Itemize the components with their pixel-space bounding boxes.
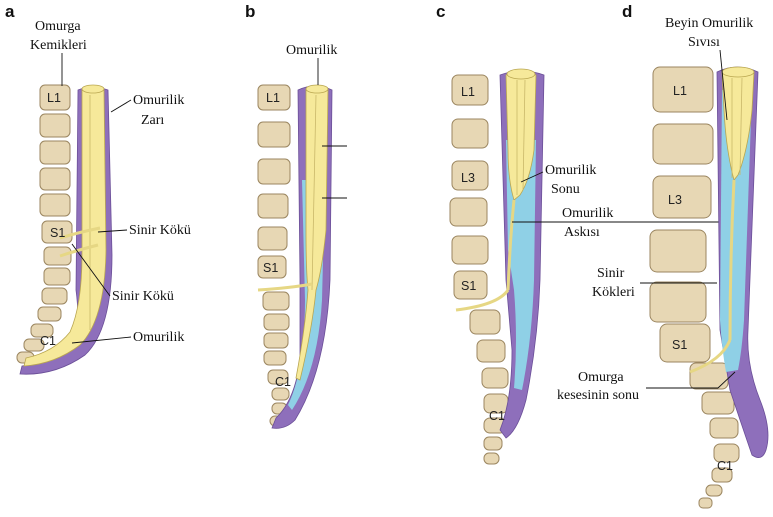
vertebra <box>42 288 67 304</box>
panel-c-cord-top <box>507 69 535 79</box>
vertebra-label-l1: L1 <box>673 84 687 98</box>
vertebra <box>40 168 70 190</box>
vertebra <box>710 418 738 438</box>
vertebra <box>38 307 61 321</box>
vertebra <box>258 122 290 147</box>
label-filum-line1: Omurilik <box>562 206 613 221</box>
panel-b: L1 S1 C1 b Omurilik <box>245 2 347 428</box>
vertebra-label-l1: L1 <box>461 85 475 99</box>
label-conus-line1: Omurilik <box>545 163 596 178</box>
vertebra <box>482 368 508 388</box>
label-nerve-roots-line1: Sinir <box>597 266 625 281</box>
vertebra-label-l1: L1 <box>47 91 61 105</box>
vertebra-label-c1: C1 <box>717 459 733 473</box>
vertebra <box>477 340 505 362</box>
vertebra <box>40 194 70 216</box>
label-csf-line1: Beyin Omurilik <box>665 16 753 31</box>
vertebra <box>40 141 70 164</box>
vertebra <box>263 292 289 310</box>
vertebra <box>690 363 728 389</box>
vertebra <box>44 247 71 265</box>
vertebra <box>264 351 286 365</box>
vertebra-label-s1: S1 <box>263 261 278 275</box>
label-sac-end-line2: kesesinin sonu <box>557 388 639 403</box>
vertebra <box>653 124 713 164</box>
vertebra-label-l3: L3 <box>461 171 475 185</box>
vertebra-label-s1: S1 <box>461 279 476 293</box>
panel-d-cord-top <box>722 67 754 77</box>
vertebra <box>452 119 488 148</box>
panel-c-vertebrae <box>450 75 508 464</box>
vertebra <box>484 437 502 450</box>
label-vertebra-line2: Kemikleri <box>30 38 87 53</box>
vertebra <box>702 392 734 414</box>
panel-b-cord-top <box>306 85 328 93</box>
vertebra-label-c1: C1 <box>40 334 56 348</box>
panel-a-vertebrae <box>17 85 72 363</box>
vertebra <box>272 388 289 400</box>
panel-d: L1 L3 S1 C1 d Beyin Omurilik Sıvısı Sini… <box>557 2 768 508</box>
panel-a-cord-top <box>82 85 104 93</box>
vertebra-label-s1: S1 <box>50 226 65 240</box>
vertebra <box>452 236 488 264</box>
vertebra-label-c1: C1 <box>489 409 505 423</box>
vertebra-label-s1: S1 <box>672 338 687 352</box>
label-nerve-root-2: Sinir Kökü <box>112 289 174 304</box>
vertebra <box>258 194 288 218</box>
vertebra <box>264 314 289 330</box>
vertebra-label-c1: C1 <box>275 375 291 389</box>
vertebra <box>258 227 287 250</box>
panel-a: L1 S1 C1 a Omurga Kemikleri Omurilik Zar… <box>5 2 191 374</box>
vertebra <box>264 333 288 348</box>
panel-letter-a: a <box>5 2 15 21</box>
vertebra-label-l1: L1 <box>266 91 280 105</box>
vertebra <box>650 230 706 272</box>
label-sac-end-line1: Omurga <box>578 370 624 385</box>
label-csf-line2: Sıvısı <box>688 35 720 50</box>
vertebra <box>40 114 70 137</box>
vertebra <box>450 198 487 226</box>
label-filum-line2: Askısı <box>564 225 600 240</box>
label-conus-line2: Sonu <box>551 182 580 197</box>
panel-letter-c: c <box>436 2 445 21</box>
vertebra <box>44 268 70 285</box>
label-vertebra-line1: Omurga <box>35 19 81 34</box>
label-nerve-root-1: Sinir Kökü <box>129 223 191 238</box>
vertebra <box>699 498 712 508</box>
label-cord-a: Omurilik <box>133 330 184 345</box>
label-cord-membrane-line2: Zarı <box>141 113 164 128</box>
vertebra <box>484 453 499 464</box>
panel-letter-b: b <box>245 2 255 21</box>
vertebra <box>653 176 711 218</box>
panel-letter-d: d <box>622 2 632 21</box>
label-cord-membrane-line1: Omurilik <box>133 93 184 108</box>
vertebra <box>706 485 722 496</box>
vertebra-label-l3: L3 <box>668 193 682 207</box>
vertebra <box>258 159 290 184</box>
vertebra <box>470 310 500 334</box>
label-nerve-roots-line2: Kökleri <box>592 285 635 300</box>
vertebra <box>650 282 706 322</box>
label-cord-b: Omurilik <box>286 43 337 58</box>
